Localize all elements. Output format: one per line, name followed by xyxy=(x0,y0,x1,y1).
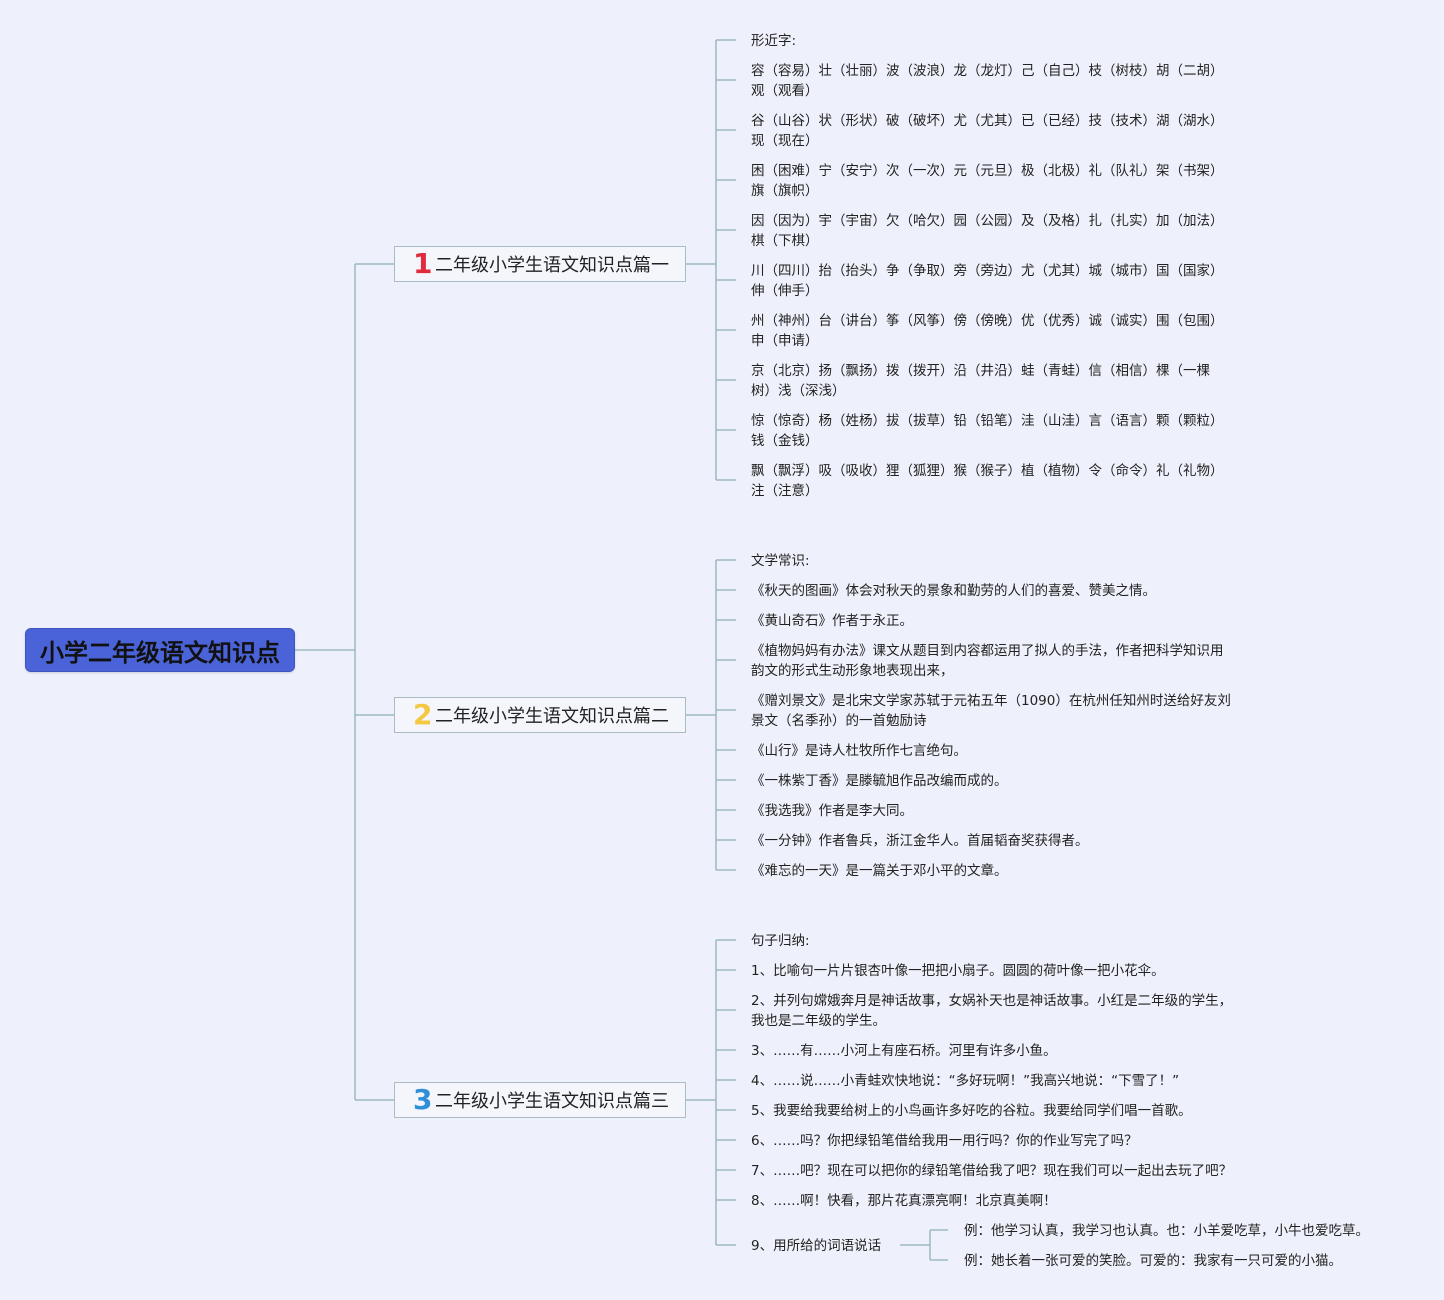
branch-number-1: 1 xyxy=(413,247,433,280)
leaf-line: 因（因为）宇（宇宙）欠（哈欠）园（公园）及（及格）扎（扎实）加（加法） xyxy=(751,213,1224,229)
leaf-line: 《我选我》作者是李大同。 xyxy=(751,803,913,819)
leaf-item-2-1[interactable]: 文学常识: xyxy=(751,551,1251,571)
leaf-item-3-3[interactable]: 2、并列句嫦娥奔月是神话故事，女娲补天也是神话故事。小红是二年级的学生， 我也是二… xyxy=(751,991,1251,1031)
leaf-line: 《难忘的一天》是一篇关于邓小平的文章。 xyxy=(751,863,1008,879)
leaf-item-2-2[interactable]: 《秋天的图画》体会对秋天的景象和勤劳的人们的喜爱、赞美之情。 xyxy=(751,581,1251,601)
leaf-line: 7、……吧？现在可以把你的绿铅笔借给我了吧？现在我们可以一起出去玩了吧？ xyxy=(751,1163,1233,1179)
branch-label-1: 二年级小学生语文知识点篇一 xyxy=(435,255,669,276)
branch-node-3[interactable]: 3 二年级小学生语文知识点篇三 xyxy=(394,1082,686,1118)
sub-item-1[interactable]: 例：他学习认真，我学习也认真。也：小羊爱吃草，小牛也爱吃草。 xyxy=(964,1223,1369,1239)
leaf-line: 观（观看） xyxy=(751,83,819,99)
leaf-item-1-1[interactable]: 形近字: xyxy=(751,31,1251,51)
leaf-line: 川（四川）抬（抬头）争（争取）旁（旁边）尤（尤其）城（城市）国（国家） xyxy=(751,263,1224,279)
leaf-line: 《植物妈妈有办法》课文从题目到内容都运用了拟人的手法，作者把科学知识用 xyxy=(751,643,1224,659)
leaf-line: 景文（名季孙）的一首勉励诗 xyxy=(751,713,927,729)
sub-connector xyxy=(900,1229,948,1261)
branch-label-3: 二年级小学生语文知识点篇三 xyxy=(435,1091,669,1112)
branch-1-ticks xyxy=(716,39,736,481)
leaf-item-2-7[interactable]: 《一株紫丁香》是滕毓旭作品改编而成的。 xyxy=(751,771,1251,791)
leaf-line: 9、用所给的词语说话 xyxy=(751,1238,882,1254)
leaf-line: 《赠刘景文》是北宋文学家苏轼于元祐五年（1090）在杭州任知州时送给好友刘 xyxy=(751,693,1231,709)
leaf-line: 《黄山奇石》作者于永正。 xyxy=(751,613,913,629)
leaf-line: 伸（伸手） xyxy=(751,283,819,299)
leaf-item-1-10[interactable]: 飘（飘浮）吸（吸收）狸（狐狸）猴（猴子）植（植物）令（命令）礼（礼物） 注（注意） xyxy=(751,461,1251,501)
leaf-item-2-9[interactable]: 《一分钟》作者鲁兵，浙江金华人。首届韬奋奖获得者。 xyxy=(751,831,1251,851)
leaf-line: 旗（旗帜） xyxy=(751,183,819,199)
leaf-item-1-4[interactable]: 困（困难）宁（安宁）次（一次）元（元旦）极（北极）礼（队礼）架（书架） 旗（旗帜） xyxy=(751,161,1251,201)
branch-3-ticks xyxy=(716,939,736,1246)
leaf-line: 谷（山谷）状（形状）破（破坏）尤（尤其）已（已经）技（技术）湖（湖水） xyxy=(751,113,1224,129)
leaf-line: 树）浅（深浅） xyxy=(751,383,846,399)
leaf-item-1-7[interactable]: 州（神州）台（讲台）筝（风筝）傍（傍晚）优（优秀）诚（诚实）围（包围） 申（申请） xyxy=(751,311,1251,351)
root-node[interactable]: 小学二年级语文知识点 xyxy=(25,628,295,672)
leaf-line: 我也是二年级的学生。 xyxy=(751,1013,886,1029)
leaf-line: 《山行》是诗人杜牧所作七言绝句。 xyxy=(751,743,967,759)
branch-label-2: 二年级小学生语文知识点篇二 xyxy=(435,706,669,727)
leaf-line: 1、比喻句一片片银杏叶像一把把小扇子。圆圆的荷叶像一把小花伞。 xyxy=(751,963,1165,979)
leaf-item-3-7[interactable]: 6、……吗？你把绿铅笔借给我用一用行吗？你的作业写完了吗？ xyxy=(751,1131,1251,1151)
leaf-item-3-5[interactable]: 4、……说……小青蛙欢快地说：“多好玩啊！”我高兴地说：“下雪了！” xyxy=(751,1071,1251,1091)
leaf-line: 韵文的形式生动形象地表现出来， xyxy=(751,663,954,679)
leaf-line: 惊（惊奇）杨（姓杨）拔（拔草）铅（铅笔）洼（山洼）言（语言）颗（颗粒） xyxy=(751,413,1224,429)
leaf-line: 3、……有……小河上有座石桥。河里有许多小鱼。 xyxy=(751,1043,1057,1059)
branch-node-2[interactable]: 2 二年级小学生语文知识点篇二 xyxy=(394,697,686,733)
leaf-line: 8、……啊！快看，那片花真漂亮啊！北京真美啊！ xyxy=(751,1193,1057,1209)
leaf-line: 申（申请） xyxy=(751,333,819,349)
leaf-line: 4、……说……小青蛙欢快地说：“多好玩啊！”我高兴地说：“下雪了！” xyxy=(751,1073,1180,1089)
leaf-item-2-8[interactable]: 《我选我》作者是李大同。 xyxy=(751,801,1251,821)
leaf-line: 注（注意） xyxy=(751,483,819,499)
leaf-line: 飘（飘浮）吸（吸收）狸（狐狸）猴（猴子）植（植物）令（命令）礼（礼物） xyxy=(751,463,1224,479)
root-label: 小学二年级语文知识点 xyxy=(40,638,280,667)
leaf-line: 《一分钟》作者鲁兵，浙江金华人。首届韬奋奖获得者。 xyxy=(751,833,1089,849)
branch-2-ticks xyxy=(716,559,736,871)
leaf-item-2-6[interactable]: 《山行》是诗人杜牧所作七言绝句。 xyxy=(751,741,1251,761)
branch-number-2: 2 xyxy=(413,698,433,731)
leaf-line: 京（北京）扬（飘扬）拨（拨开）沿（井沿）蛙（青蛙）信（相信）棵（一棵 xyxy=(751,363,1210,379)
leaf-line: 形近字: xyxy=(751,33,797,49)
leaf-item-1-6[interactable]: 川（四川）抬（抬头）争（争取）旁（旁边）尤（尤其）城（城市）国（国家） 伸（伸手） xyxy=(751,261,1251,301)
leaf-item-1-9[interactable]: 惊（惊奇）杨（姓杨）拔（拔草）铅（铅笔）洼（山洼）言（语言）颗（颗粒） 钱（金钱） xyxy=(751,411,1251,451)
leaf-line: 困（困难）宁（安宁）次（一次）元（元旦）极（北极）礼（队礼）架（书架） xyxy=(751,163,1224,179)
leaf-item-1-2[interactable]: 容（容易）壮（壮丽）波（波浪）龙（龙灯）己（自己）枝（树枝）胡（二胡） 观（观看） xyxy=(751,61,1251,101)
leaf-item-3-10[interactable]: 9、用所给的词语说话 xyxy=(751,1236,1251,1256)
leaf-line: 6、……吗？你把绿铅笔借给我用一用行吗？你的作业写完了吗？ xyxy=(751,1133,1138,1149)
leaf-item-3-6[interactable]: 5、我要给我要给树上的小鸟画许多好吃的谷粒。我要给同学们唱一首歌。 xyxy=(751,1101,1251,1121)
leaf-item-3-2[interactable]: 1、比喻句一片片银杏叶像一把把小扇子。圆圆的荷叶像一把小花伞。 xyxy=(751,961,1251,981)
leaf-line: 钱（金钱） xyxy=(751,433,819,449)
branch-node-1[interactable]: 1 二年级小学生语文知识点篇一 xyxy=(394,246,686,282)
leaf-item-3-1[interactable]: 句子归纳: xyxy=(751,931,1251,951)
leaf-item-3-4[interactable]: 3、……有……小河上有座石桥。河里有许多小鱼。 xyxy=(751,1041,1251,1061)
leaf-line: 容（容易）壮（壮丽）波（波浪）龙（龙灯）己（自己）枝（树枝）胡（二胡） xyxy=(751,63,1224,79)
leaf-line: 文学常识: xyxy=(751,553,810,569)
leaf-line: 句子归纳: xyxy=(751,933,810,949)
leaf-line: 棋（下棋） xyxy=(751,233,819,249)
leaf-item-2-10[interactable]: 《难忘的一天》是一篇关于邓小平的文章。 xyxy=(751,861,1251,881)
leaf-item-1-5[interactable]: 因（因为）宇（宇宙）欠（哈欠）园（公园）及（及格）扎（扎实）加（加法） 棋（下棋） xyxy=(751,211,1251,251)
leaf-item-2-3[interactable]: 《黄山奇石》作者于永正。 xyxy=(751,611,1251,631)
leaf-line: 现（现在） xyxy=(751,133,819,149)
leaf-item-2-4[interactable]: 《植物妈妈有办法》课文从题目到内容都运用了拟人的手法，作者把科学知识用韵文的形式… xyxy=(751,641,1251,681)
leaf-line: 《秋天的图画》体会对秋天的景象和勤劳的人们的喜爱、赞美之情。 xyxy=(751,583,1156,599)
sub-item-2[interactable]: 例：她长着一张可爱的笑脸。可爱的：我家有一只可爱的小猫。 xyxy=(964,1253,1342,1269)
leaf-item-2-5[interactable]: 《赠刘景文》是北宋文学家苏轼于元祐五年（1090）在杭州任知州时送给好友刘景文（… xyxy=(751,691,1251,731)
leaf-line: 《一株紫丁香》是滕毓旭作品改编而成的。 xyxy=(751,773,1008,789)
leaf-line: 州（神州）台（讲台）筝（风筝）傍（傍晚）优（优秀）诚（诚实）围（包围） xyxy=(751,313,1224,329)
leaf-item-1-8[interactable]: 京（北京）扬（飘扬）拨（拨开）沿（井沿）蛙（青蛙）信（相信）棵（一棵树）浅（深浅… xyxy=(751,361,1251,401)
leaf-item-3-9[interactable]: 8、……啊！快看，那片花真漂亮啊！北京真美啊！ xyxy=(751,1191,1251,1211)
leaf-line: 2、并列句嫦娥奔月是神话故事，女娲补天也是神话故事。小红是二年级的学生， xyxy=(751,993,1233,1009)
leaf-item-3-8[interactable]: 7、……吧？现在可以把你的绿铅笔借给我了吧？现在我们可以一起出去玩了吧？ xyxy=(751,1161,1251,1181)
branch-number-3: 3 xyxy=(413,1083,433,1116)
leaf-item-1-3[interactable]: 谷（山谷）状（形状）破（破坏）尤（尤其）已（已经）技（技术）湖（湖水） 现（现在） xyxy=(751,111,1251,151)
leaf-line: 5、我要给我要给树上的小鸟画许多好吃的谷粒。我要给同学们唱一首歌。 xyxy=(751,1103,1192,1119)
